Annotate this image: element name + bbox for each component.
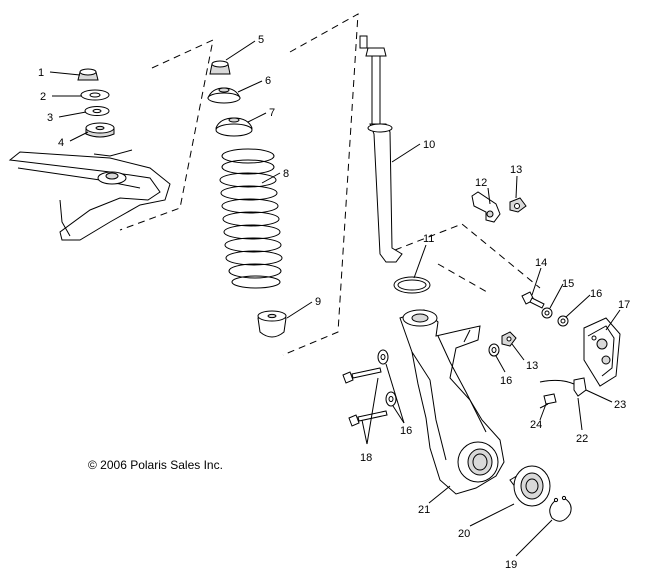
callout-5: 5 [258,34,264,46]
callout-20: 20 [458,528,470,540]
callout-10: 10 [423,139,435,151]
part-14-bolt [521,291,545,309]
part-16-washers-left [377,349,397,407]
part-18-bolts [342,367,388,427]
part-6-retainer [207,87,241,104]
callout-11: 11 [423,233,434,245]
part-7-spring-seat [215,117,253,137]
part-15-washer [541,307,553,319]
callout-21: 21 [418,504,430,516]
boundary-upper-arm [119,39,214,231]
callout-3: 3 [47,112,53,124]
callout-19: 19 [505,559,517,571]
callout-15: 15 [562,278,574,290]
callout-24: 24 [530,419,542,431]
callout-2: 2 [40,91,46,103]
part-13-nut-upper [509,197,527,213]
part-17-brake-caliper [583,317,621,387]
callout-18: 18 [360,452,372,464]
part-4-bushing [85,122,115,138]
callout-8: 8 [283,168,289,180]
callout-9: 9 [315,296,321,308]
callout-12: 12 [475,177,487,189]
part-13-nut-lower [501,331,517,347]
callout-1: 1 [38,67,44,79]
callout-17: 17 [618,299,630,311]
callout-4: 4 [58,137,64,149]
leader-lines [49,40,621,557]
part-24-screw [539,393,557,409]
part-19-snap-ring [549,495,572,522]
part-10-shock-absorber [359,35,403,263]
part-2-washer [80,89,110,101]
upper-control-arm [8,149,171,241]
part-9-bump-stop [257,310,287,338]
part-21-steering-knuckle [399,309,505,495]
callout-13-lower: 13 [526,360,538,372]
part-12-clip [471,191,501,223]
callout-labels: 1 2 3 4 5 6 7 8 9 10 11 12 13 13 14 15 1… [38,34,630,571]
part-8-coil-spring [219,148,283,289]
callout-16-left: 16 [400,425,412,437]
part-11-o-ring [393,276,431,294]
part-20-wheel-bearing [509,465,551,507]
boundary-spring-group [282,13,359,356]
part-16-washer-middle [488,343,500,357]
callout-16-right: 16 [590,288,602,300]
callout-23: 23 [614,399,626,411]
callout-6: 6 [265,75,271,87]
callout-22: 22 [576,433,588,445]
callout-14: 14 [535,257,547,269]
part-5-nut [209,60,231,75]
copyright-notice: © 2006 Polaris Sales Inc. [88,458,223,472]
callout-16-middle: 16 [500,375,512,387]
part-3-washer [84,106,110,116]
callout-7: 7 [269,107,275,119]
part-1-nut [77,68,99,81]
callout-13-upper: 13 [510,164,522,176]
boundary-knuckle-lower [437,263,488,293]
part-23-sensor [539,377,587,397]
part-16-washer-right [557,315,569,327]
